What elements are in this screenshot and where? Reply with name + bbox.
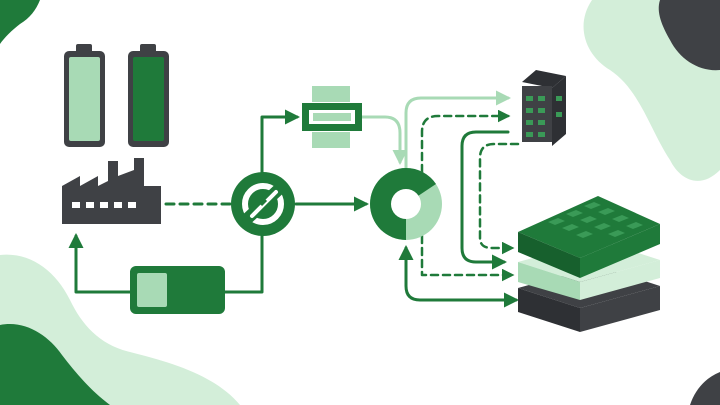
arrow-converter-to-filter — [260, 109, 300, 178]
arrow-building-to-stack — [460, 130, 510, 270]
battery-light-icon — [64, 44, 105, 147]
layer-stack-icon — [518, 196, 660, 332]
arrow-ring-to-building-dashed — [420, 109, 511, 174]
arrow-ring-to-stack-dashed — [420, 234, 515, 282]
blob-top-right-dark — [658, 0, 720, 71]
exchange-icon[interactable] — [231, 172, 295, 236]
blob-bottom-left-dark — [0, 324, 110, 405]
arrow-ring-to-building-light — [404, 90, 511, 170]
arrow-building-to-stack-dashed — [478, 142, 520, 255]
building-icon — [522, 70, 566, 146]
connectors — [68, 90, 520, 308]
battery-module-icon — [130, 266, 225, 314]
blob-top-left — [0, 0, 40, 44]
arrow-stack-to-ring — [398, 245, 519, 308]
blob-bottom-right-dark — [690, 372, 720, 405]
arrow-storage-to-converter — [223, 230, 264, 294]
factory-icon — [62, 158, 161, 224]
arrow-filter-to-ring — [360, 115, 408, 165]
battery-dark-icon — [128, 44, 169, 147]
ring-icon[interactable] — [370, 167, 442, 240]
arrow-storage-to-factory — [68, 233, 134, 294]
filter-module-icon[interactable] — [302, 86, 362, 148]
